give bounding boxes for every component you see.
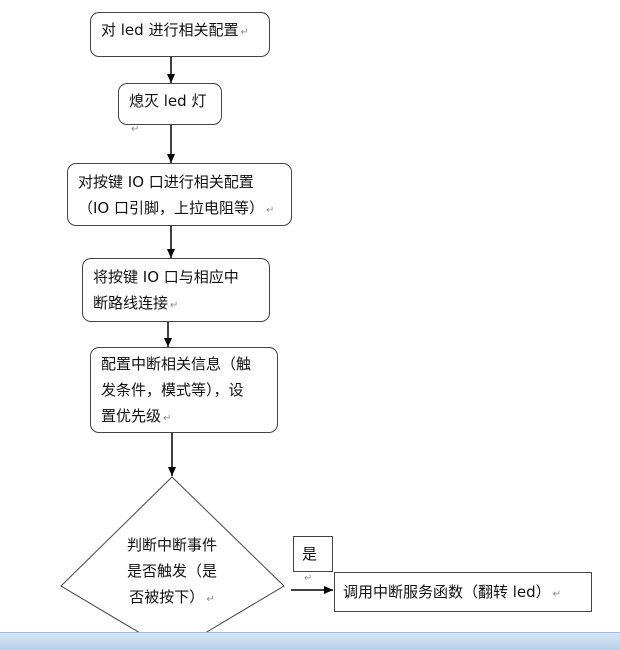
decision-text: 判断中断事件 是否触发（是 否被按下）↵: [126, 536, 217, 606]
step-turn-off-led: 熄灭 led 灯↵: [118, 83, 222, 135]
step-configure-led: 对 led 进行相关配置↵: [90, 12, 270, 57]
step3-line1: 对按键 IO 口进行相关配置: [78, 173, 254, 191]
step4-line2: 断路线连接: [93, 294, 169, 312]
bottom-toolbar: [0, 632, 620, 650]
step5-line2: 发条件，模式等），设: [101, 381, 244, 399]
step-configure-key-io: 对按键 IO 口进行相关配置 （IO 口引脚，上拉电阻等）↵: [67, 163, 292, 226]
step4-line1: 将按键 IO 口与相应中: [93, 268, 239, 286]
step5-line1: 配置中断相关信息（触: [101, 355, 252, 373]
step-configure-interrupt: 配置中断相关信息（触 发条件，模式等），设 置优先级↵: [90, 347, 278, 433]
step3-line2: （IO 口引脚，上拉电阻等）: [78, 199, 264, 217]
step-connect-interrupt-line: 将按键 IO 口与相应中 断路线连接↵: [82, 258, 270, 322]
step5-line3: 置优先级: [101, 407, 162, 425]
yes-label: 是↵: [293, 536, 333, 584]
step-call-isr: 调用中断服务函数（翻转 led）↵: [334, 572, 592, 612]
